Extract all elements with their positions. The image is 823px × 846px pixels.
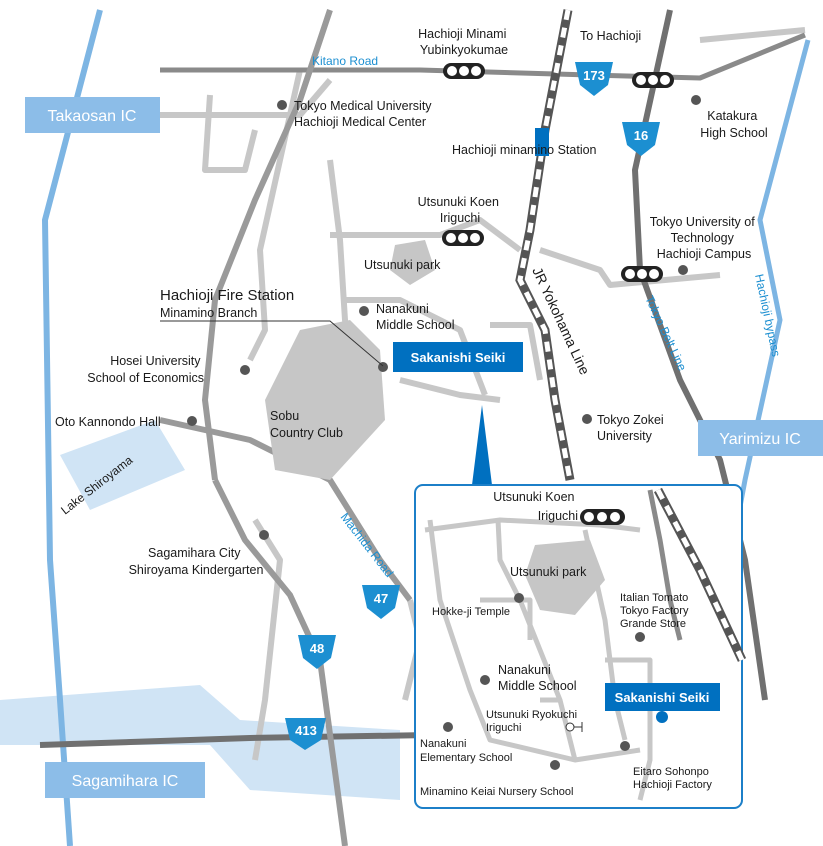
utsunuki-koen-label: Utsunuki Koen Iriguchi [418, 195, 503, 225]
route-48-shield: 48 [298, 635, 336, 669]
inset-utsunuki-park-area [525, 540, 605, 615]
inset-utsunuki-park-label: Utsunuki park [510, 565, 587, 579]
nanakuni-ms-label: Nanakuni Middle School [376, 302, 455, 332]
kitano-road-label: Kitano Road [312, 54, 378, 68]
traffic-light-icon [621, 266, 663, 282]
fire-station-leader-line [160, 320, 384, 367]
bus-stop-icon [565, 722, 583, 732]
inset-eitaro-label: Eitaro Sohonpo Hachioji Factory [633, 766, 712, 791]
route-16-shield: 16 [622, 122, 660, 156]
jr-yokohama-railway [515, 9, 575, 481]
inset-target-marker [656, 711, 668, 723]
minamino-station-marker [535, 128, 549, 156]
route-173-shield: 173 [575, 62, 613, 96]
utsunuki-park-label: Utsunuki park [364, 258, 441, 272]
inset-frame [414, 484, 743, 809]
inset-pointer [472, 405, 492, 485]
yarimizu-ic-box [698, 420, 823, 456]
minamino-station-label: Hachioji minamino Station [452, 143, 597, 157]
takaosan-ic-label: Takaosan IC [48, 108, 137, 125]
to-hachioji-label: To Hachioji [580, 29, 641, 43]
machida-road-label: Machida Road [338, 510, 397, 580]
traffic-light-icon [580, 509, 625, 525]
yarimizu-ic-label: Yarimizu IC [719, 431, 801, 448]
route-413-shield: 413 [285, 718, 326, 750]
svg-text:47: 47 [374, 591, 388, 606]
inset-keiai-label: Minamino Keiai Nursery School [420, 786, 573, 798]
sobu-country-club-area [265, 320, 385, 480]
hachioji-minami-label: Hachioji Minami Yubinkyokumae [418, 27, 510, 57]
utsunuki-park-area [390, 240, 435, 285]
sobu-cc-label: Sobu Country Club [270, 409, 343, 440]
svg-text:173: 173 [583, 68, 605, 83]
target-label: Sakanishi Seiki [411, 350, 506, 365]
inset-railway [654, 487, 747, 662]
sagamihara-kindergarten-label: Sagamihara City Shiroyama Kindergarten [129, 546, 264, 577]
poi-dots [187, 95, 701, 540]
traffic-light-icon [443, 63, 485, 79]
takaosan-ic-box [25, 97, 160, 133]
inset-italian-tomato-label: Italian Tomato Tokyo Factory Grande Stor… [620, 592, 692, 630]
tokyo-medical-univ-label: Tokyo Medical University Hachioji Medica… [294, 99, 435, 129]
target-label-box [393, 342, 523, 372]
katakura-hs-label: Katakura High School [700, 109, 767, 140]
sagamihara-ic-label: Sagamihara IC [72, 773, 179, 790]
sagamihara-ic-box [45, 762, 205, 798]
route-47-shield: 47 [362, 585, 400, 619]
inset-hokkeji-label: Hokke-ji Temple [432, 606, 510, 618]
inset-poi-dots [443, 593, 645, 770]
oto-kannondo-label: Oto Kannondo Hall [55, 415, 161, 429]
fire-station-label: Hachioji Fire Station Minamino Branch [160, 287, 298, 320]
tokyo-belt-line-label: Tokyo Belt Line [642, 293, 689, 373]
lake-shiroyama-water [60, 420, 185, 510]
inset-main-road [647, 489, 683, 641]
traffic-light-icon [442, 230, 484, 246]
tut-label: Tokyo University of Technology Hachioji … [650, 215, 758, 261]
inset-nanakuni-es-label: Nanakuni Elementary School [420, 738, 512, 764]
inset-target-label: Sakanishi Seiki [615, 690, 710, 705]
inset-nanakuni-ms-label: Nanakuni Middle School [498, 663, 577, 693]
inset-utsunuki-koen-label: Utsunuki Koen Iriguchi [493, 490, 578, 523]
inset-ryokuchi-label: Utsunuki Ryokuchi Iriguchi [486, 709, 580, 734]
chuo-expressway [41, 9, 103, 846]
inset-target-box [605, 683, 720, 711]
inset-map: Sakanishi Seiki Utsunuki Koen Iriguchi U… [414, 484, 747, 809]
hosei-label: Hosei University School of Economics [87, 354, 204, 385]
tokyo-zokei-label: Tokyo Zokei University [597, 413, 667, 443]
svg-text:16: 16 [634, 128, 648, 143]
svg-text:48: 48 [310, 641, 324, 656]
svg-text:413: 413 [295, 723, 317, 738]
traffic-light-icon [632, 72, 674, 88]
